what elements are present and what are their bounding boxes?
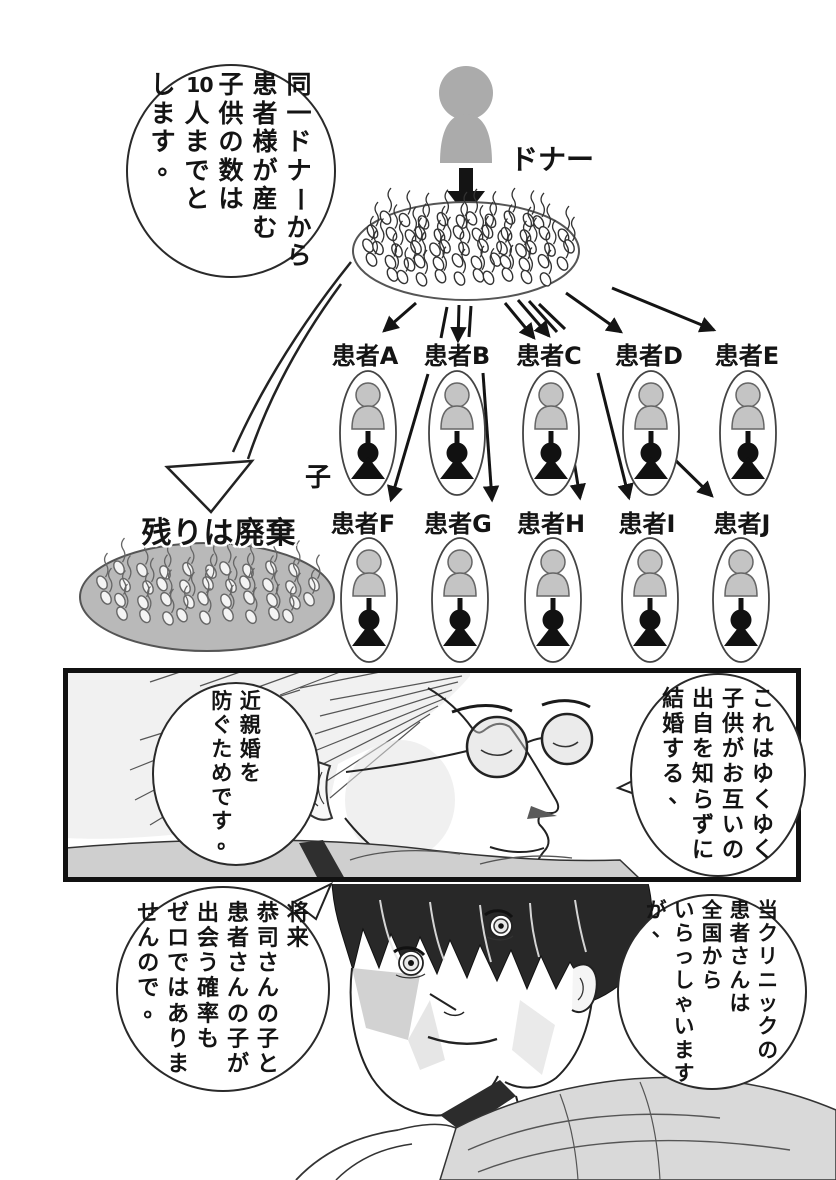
donor-icon bbox=[439, 66, 493, 163]
patient-label: 患者G bbox=[424, 510, 492, 538]
patient-label: 患者H bbox=[516, 510, 586, 538]
sperm-pool bbox=[352, 187, 580, 301]
patient-label: 患者E bbox=[714, 342, 780, 370]
speech-bubble-nationwide: 当クリニックの患者さんは全国からいらっしゃいますが、 bbox=[617, 894, 807, 1090]
child-label: 子 bbox=[304, 463, 331, 493]
speech-bubble-probability: 将来恭司さんの子と患者さんの子が出会う確率もゼロではありませんので。 bbox=[116, 886, 330, 1092]
patient-label: 患者F bbox=[330, 510, 396, 538]
discard-arrow bbox=[164, 261, 352, 514]
discard-label: 残りは廃棄 bbox=[141, 516, 297, 551]
bubble-text: これはゆくゆく子供がお互いの出自を知らずに結婚する、 bbox=[662, 687, 774, 863]
bubble-text: 近親婚を防ぐためです。 bbox=[211, 689, 261, 853]
patient-label: 患者J bbox=[713, 510, 771, 538]
bubble-text: 当クリニックの患者さんは全国からいらっしゃいますが、 bbox=[646, 897, 778, 1086]
young-man-figure bbox=[295, 884, 836, 1180]
donor-label: ドナー bbox=[509, 143, 594, 176]
speech-bubble-prevention: 近親婚を防ぐためです。 bbox=[152, 682, 320, 866]
arrow-donor-to-pool bbox=[447, 168, 485, 216]
patient-label: 患者A bbox=[331, 342, 399, 370]
discard-pool bbox=[79, 537, 335, 652]
bubble-text: 将来恭司さんの子と患者さんの子が出会う確率もゼロではありませんので。 bbox=[137, 901, 309, 1077]
patient-label: 患者I bbox=[618, 510, 676, 538]
patient-label: 患者C bbox=[516, 342, 582, 370]
speech-bubble-marriage-risk: これはゆくゆく子供がお互いの出自を知らずに結婚する、 bbox=[630, 673, 806, 877]
patient-label: 患者D bbox=[615, 342, 683, 370]
patient-label: 患者B bbox=[423, 342, 491, 370]
